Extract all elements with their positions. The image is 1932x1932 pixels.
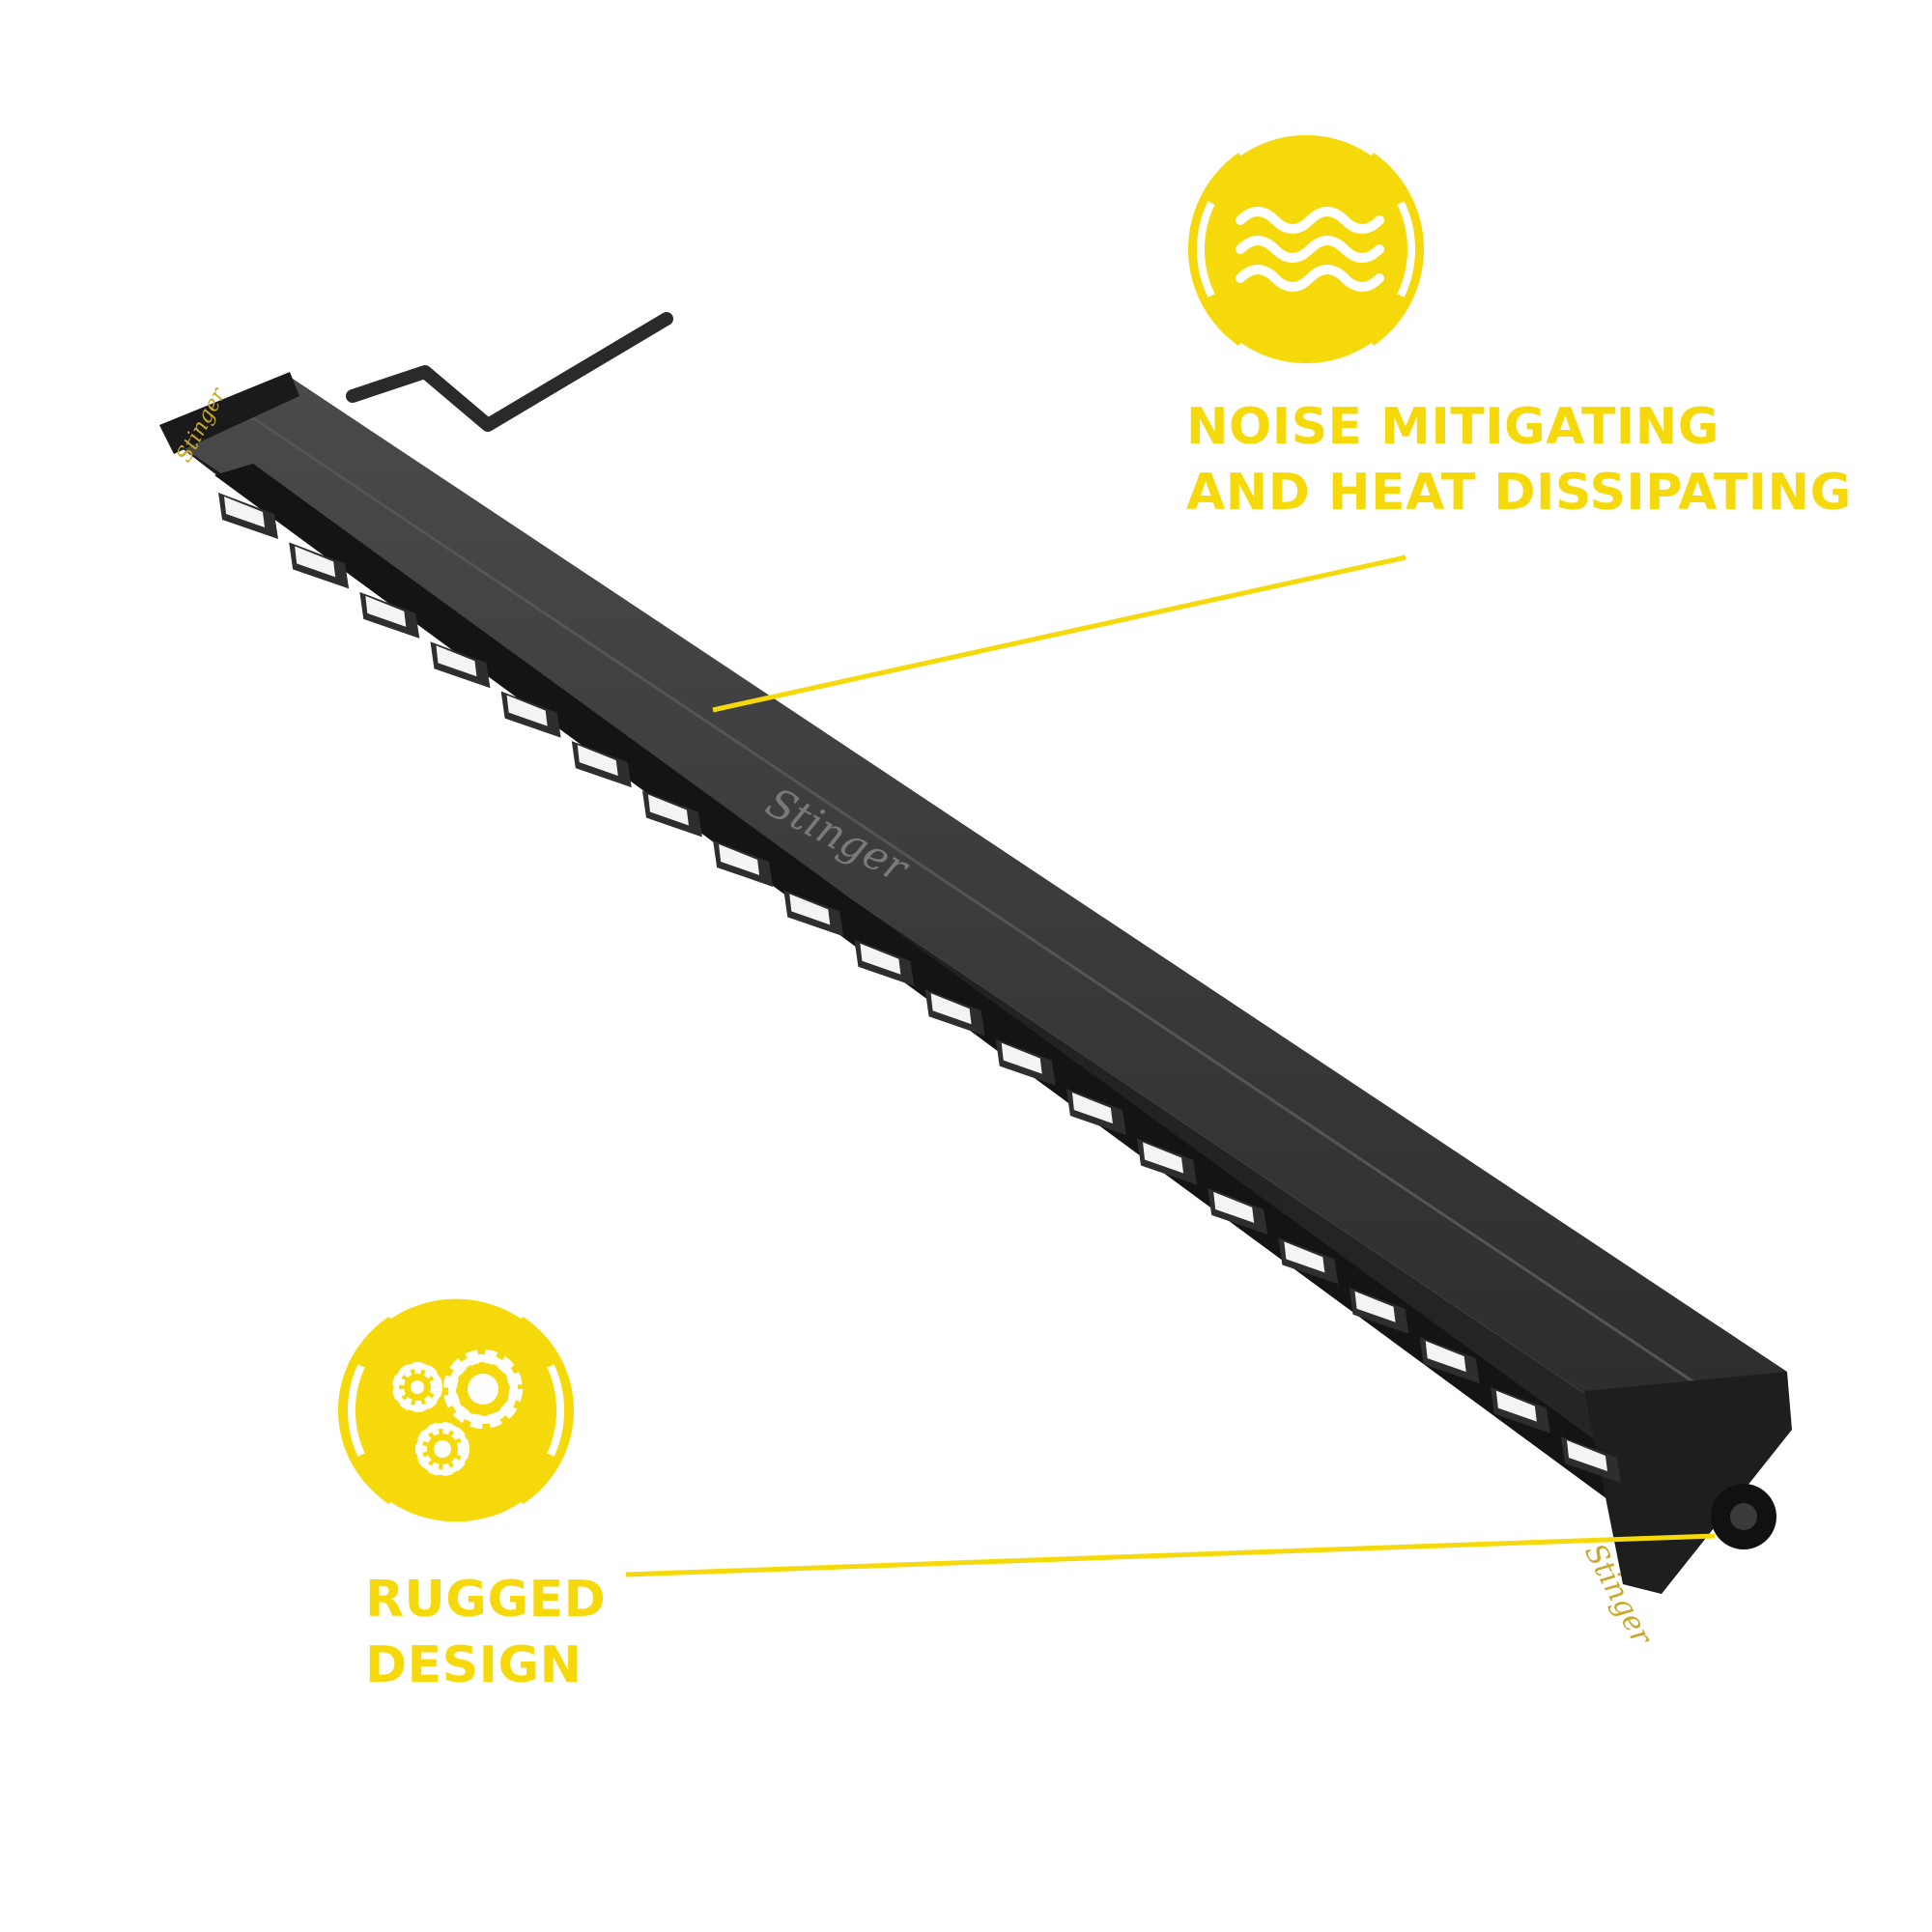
feature-label-line: RUGGED (365, 1571, 607, 1629)
led-emitter (1213, 1191, 1255, 1223)
led-emitter (295, 546, 336, 578)
feature-label-line: DESIGN (365, 1636, 582, 1694)
led-emitter (1071, 1093, 1113, 1124)
led-emitter (860, 943, 901, 975)
waves-icon (1188, 127, 1424, 372)
feature-label-line: NOISE MITIGATING (1186, 398, 1719, 456)
callout-line-rugged (625, 1533, 1716, 1577)
led-emitter (1001, 1042, 1042, 1074)
led-emitter (647, 794, 689, 826)
led-emitter (506, 695, 548, 726)
led-emitter (1354, 1291, 1396, 1322)
led-emitter (436, 645, 477, 677)
light-bar-ridge (231, 402, 1740, 1414)
callout-line-noise (712, 554, 1406, 713)
led-emitter (224, 497, 265, 527)
light-bar: Stinger Stinger Stinger (159, 372, 1792, 1652)
power-connector-socket (1730, 1503, 1757, 1530)
mounting-wire (346, 312, 673, 432)
led-emitter (719, 843, 760, 875)
feature-label-rugged-design: RUGGED DESIGN (365, 1567, 606, 1698)
light-bar-top (164, 377, 1787, 1459)
led-array (218, 493, 1621, 1483)
led-emitter (365, 595, 407, 627)
left-end-cap (159, 372, 299, 454)
led-emitter (789, 894, 831, 925)
feature-label-noise-mitigating: NOISE MITIGATING AND HEAT DISSIPATING (1186, 394, 1852, 526)
gears-icon (338, 1291, 574, 1530)
led-emitter (1143, 1142, 1184, 1174)
led-emitter (930, 993, 972, 1025)
led-emitter (1567, 1440, 1607, 1471)
led-emitter (1495, 1390, 1537, 1422)
led-emitter (1425, 1341, 1466, 1373)
led-emitter (1284, 1241, 1325, 1273)
feature-label-line: AND HEAT DISSIPATING (1186, 464, 1852, 522)
led-emitter (577, 745, 618, 777)
